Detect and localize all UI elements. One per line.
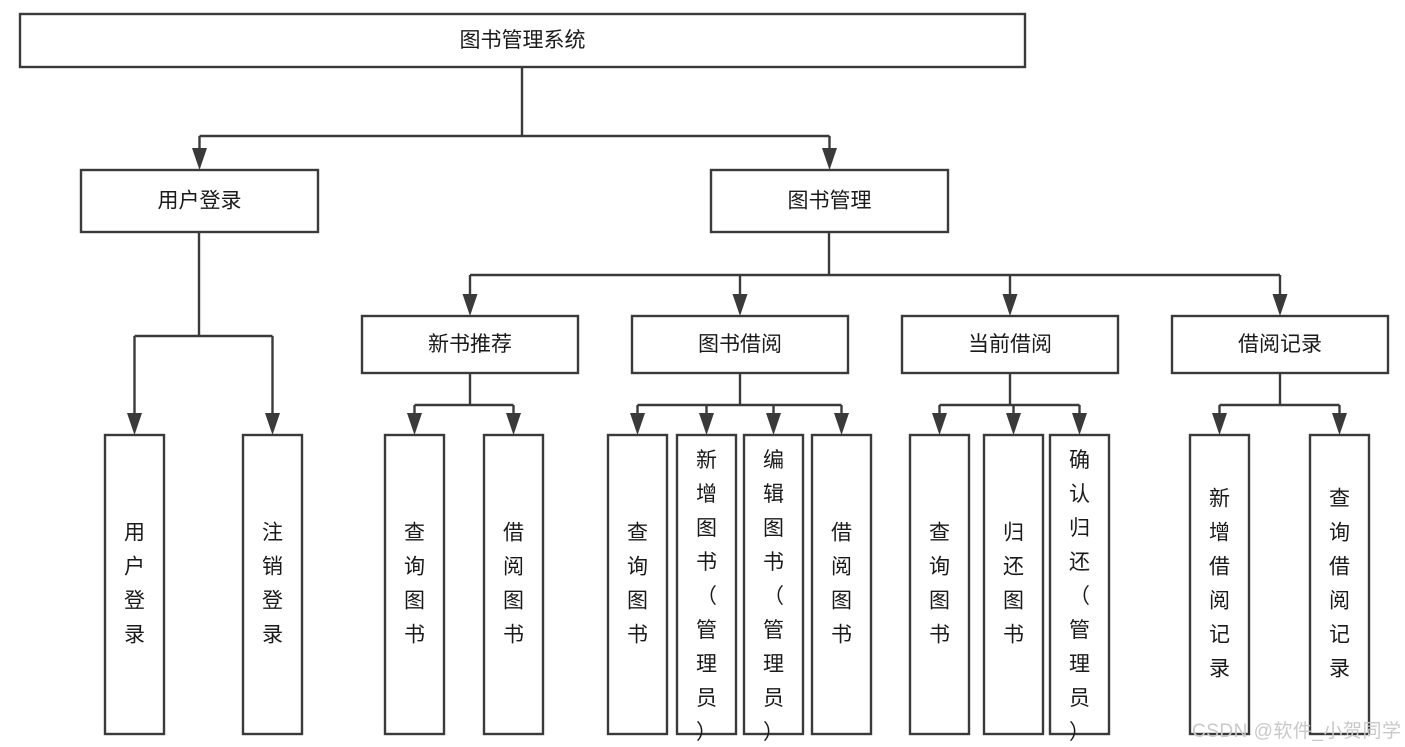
connector-edge-newbook-fanout	[407, 373, 521, 435]
arrow-head-icon	[766, 413, 781, 435]
node-leaf-confirm-return-admin[interactable]: 确认归还（管理员）	[1048, 433, 1111, 744]
node-box[interactable]	[742, 433, 805, 736]
node-label: 新增图书（管理员）	[696, 449, 717, 744]
arrow-head-icon	[932, 413, 947, 435]
node-leaf-borrow-book-2[interactable]: 借阅图书	[810, 433, 873, 736]
arrow-head-icon	[630, 413, 645, 435]
arrow-head-icon	[1332, 413, 1347, 435]
node-box[interactable]	[630, 314, 850, 375]
node-label: 图书借阅	[698, 333, 782, 356]
node-box[interactable]	[982, 433, 1045, 736]
node-current-borrow[interactable]: 当前借阅	[900, 314, 1120, 375]
node-label: 归还图书	[1003, 521, 1024, 646]
connector-edge-borrowrecord-fanout	[1212, 373, 1347, 435]
connector-edge-bookmanage-fanout	[462, 232, 1288, 316]
node-label: 编辑图书（管理员）	[763, 449, 784, 744]
node-label: 借阅图书	[831, 521, 852, 646]
node-box[interactable]	[1170, 314, 1390, 375]
node-new-book-recommend[interactable]: 新书推荐	[360, 314, 580, 375]
node-label: 用户登录	[158, 190, 242, 213]
arrow-head-icon	[127, 413, 142, 435]
node-label: 借阅记录	[1238, 333, 1322, 356]
node-box[interactable]	[1188, 433, 1251, 736]
node-book-manage[interactable]: 图书管理	[709, 168, 950, 234]
connector-edge-userlogin-fanout	[127, 232, 280, 435]
node-user-login[interactable]: 用户登录	[79, 168, 320, 234]
connector-edge-currentborrow-fanout	[932, 373, 1087, 435]
node-box[interactable]	[606, 433, 669, 736]
node-label: 新增借阅记录	[1209, 487, 1230, 680]
node-box[interactable]	[360, 314, 580, 375]
node-leaf-logout-login[interactable]: 注销登录	[241, 433, 304, 736]
node-box[interactable]	[900, 314, 1120, 375]
node-label: 图书管理系统	[460, 29, 586, 52]
node-label: 查询图书	[627, 521, 648, 646]
arrow-head-icon	[462, 294, 478, 316]
arrow-head-icon	[732, 294, 748, 316]
node-label: 查询图书	[929, 521, 950, 646]
node-box[interactable]	[241, 433, 304, 736]
node-leaf-query-borrow-record[interactable]: 查询借阅记录	[1308, 433, 1371, 736]
arrow-head-icon	[699, 413, 714, 435]
node-box[interactable]	[1308, 433, 1371, 736]
node-leaf-user-login[interactable]: 用户登录	[103, 433, 166, 736]
node-box[interactable]	[79, 168, 320, 234]
node-label: 新书推荐	[428, 333, 512, 356]
arrow-head-icon	[265, 413, 280, 435]
node-leaf-add-borrow-record[interactable]: 新增借阅记录	[1188, 433, 1251, 736]
watermark: CSDN @软件_小贺同学	[1192, 721, 1402, 742]
node-label: 查询借阅记录	[1329, 487, 1350, 680]
node-layer: 图书管理系统用户登录图书管理新书推荐图书借阅当前借阅借阅记录用户登录注销登录查询…	[18, 12, 1390, 744]
arrow-head-icon	[1006, 413, 1021, 435]
node-label: 查询图书	[404, 521, 425, 646]
connector-edge-root-fanout	[192, 67, 837, 170]
node-box[interactable]	[675, 433, 738, 736]
node-root[interactable]: 图书管理系统	[18, 12, 1027, 69]
node-label: 用户登录	[124, 521, 145, 646]
arrow-head-icon	[1072, 413, 1087, 435]
arrow-head-icon	[192, 148, 207, 170]
arrow-head-icon	[1272, 294, 1288, 316]
node-label: 当前借阅	[968, 333, 1052, 356]
node-leaf-query-book-2[interactable]: 查询图书	[606, 433, 669, 736]
arrow-head-icon	[506, 413, 521, 435]
arrow-head-icon	[1002, 294, 1018, 316]
node-box[interactable]	[810, 433, 873, 736]
node-label: 图书管理	[788, 190, 872, 213]
node-label: 借阅图书	[503, 521, 524, 646]
node-leaf-query-book-1[interactable]: 查询图书	[383, 433, 446, 736]
arrow-head-icon	[834, 413, 849, 435]
node-box[interactable]	[383, 433, 446, 736]
node-box[interactable]	[103, 433, 166, 736]
arrow-head-icon	[822, 148, 837, 170]
node-book-borrow[interactable]: 图书借阅	[630, 314, 850, 375]
node-leaf-add-book-admin[interactable]: 新增图书（管理员）	[675, 433, 738, 744]
node-borrow-record[interactable]: 借阅记录	[1170, 314, 1390, 375]
node-leaf-borrow-book-1[interactable]: 借阅图书	[482, 433, 545, 736]
arrow-head-icon	[1212, 413, 1227, 435]
arrow-head-icon	[407, 413, 422, 435]
node-leaf-query-book-3[interactable]: 查询图书	[908, 433, 971, 736]
node-box[interactable]	[709, 168, 950, 234]
edge-layer	[127, 67, 1347, 435]
node-box[interactable]	[482, 433, 545, 736]
node-label: 注销登录	[262, 521, 283, 646]
node-leaf-edit-book-admin[interactable]: 编辑图书（管理员）	[742, 433, 805, 744]
node-label: 确认归还（管理员）	[1069, 449, 1090, 744]
node-leaf-return-book[interactable]: 归还图书	[982, 433, 1045, 736]
node-box[interactable]	[18, 12, 1027, 69]
connector-edge-bookborrow-fanout	[630, 373, 849, 435]
node-box[interactable]	[908, 433, 971, 736]
node-box[interactable]	[1048, 433, 1111, 736]
